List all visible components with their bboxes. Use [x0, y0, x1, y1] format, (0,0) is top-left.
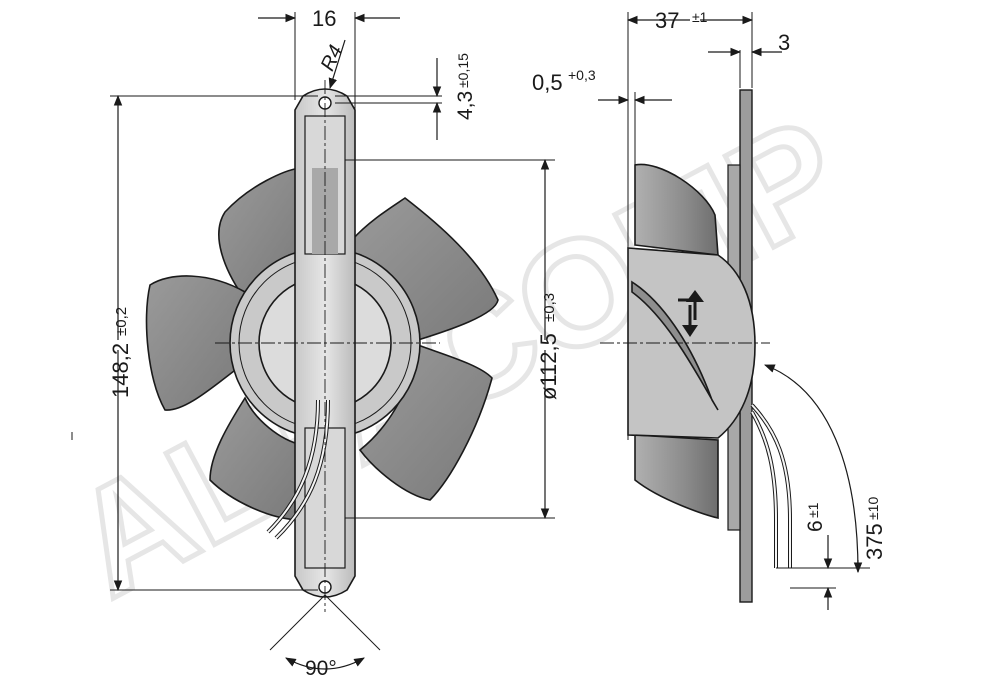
- blade-right: [358, 343, 493, 501]
- airflow-arrow-icon: [678, 290, 704, 320]
- dim-hole-offset-tol: ±0,15: [455, 53, 471, 88]
- dim-overall-height-tol: ±0,2: [113, 307, 130, 336]
- side-view: [600, 89, 792, 603]
- dim-cable-spacing-tol: ±1: [805, 502, 821, 518]
- dim-clearance-tol: +0,3: [568, 67, 596, 83]
- dim-hole-offset-value: 4,3: [454, 91, 477, 120]
- dim-overall-height-value: 148,2: [108, 343, 133, 398]
- dim-cable-length-value: 375: [862, 523, 887, 560]
- dim-rotation-angle: 90°: [305, 657, 337, 680]
- blade-bottom-left: [209, 396, 303, 521]
- dim-impeller-diameter-value: ø112,5: [536, 333, 561, 400]
- front-view: [145, 80, 499, 612]
- side-blade-twist: [631, 280, 719, 411]
- front-dimensions: 16 R4 4,3 ±0,15 148,2 ±0,2 ø112,5 ±0,3: [71, 6, 561, 680]
- side-impeller-body: [627, 247, 756, 439]
- dim-plate-thickness: 3: [778, 30, 790, 55]
- rotation-arrow-icon: [682, 305, 698, 337]
- cables-front: [266, 399, 330, 540]
- side-blade-upper: [634, 163, 719, 256]
- dim-depth-tol: ±1: [692, 9, 708, 25]
- dim-impeller-diameter-tol: ±0,3: [541, 293, 558, 322]
- dim-cable-spacing-value: 6: [804, 520, 827, 532]
- dim-frame-width: 16: [312, 6, 336, 31]
- side-dimensions: 37 ±1 3 0,5 +0,3 375 ±10 6 ±1: [532, 8, 887, 610]
- dim-cable-length-tol: ±10: [865, 497, 881, 520]
- dim-depth-value: 37: [655, 8, 679, 33]
- cables-side: [750, 403, 792, 568]
- side-blade-lower: [634, 434, 719, 520]
- dim-clearance-value: 0,5: [532, 70, 563, 95]
